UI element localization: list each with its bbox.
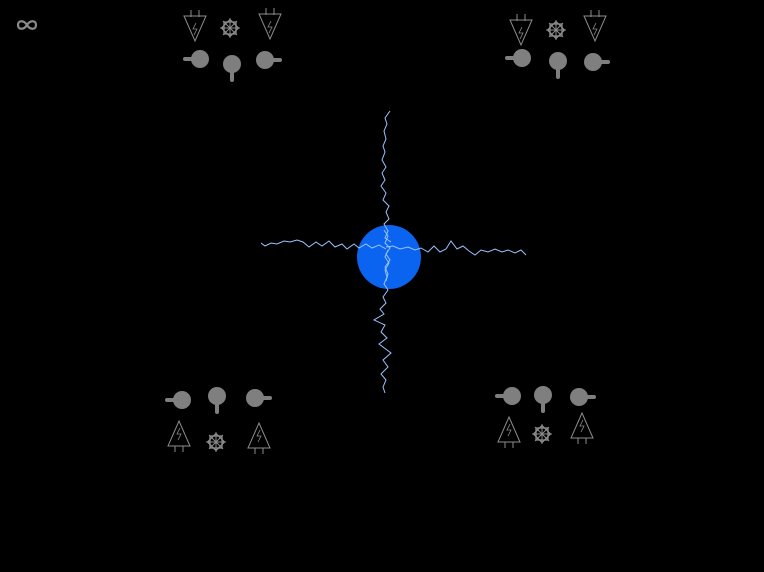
lever-right-icon[interactable] (255, 51, 283, 71)
lever-left-icon[interactable] (165, 391, 193, 411)
lever-left-icon[interactable] (505, 49, 533, 69)
plug-icon[interactable] (509, 14, 533, 47)
lever-down-icon[interactable] (548, 52, 568, 80)
lever-down-icon[interactable] (533, 386, 553, 414)
plug-icon[interactable] (497, 415, 521, 448)
plug-icon[interactable] (570, 411, 594, 444)
lever-left-icon[interactable] (183, 50, 211, 70)
lever-right-icon[interactable] (583, 53, 611, 73)
gear-icon[interactable] (545, 19, 567, 41)
lever-down-icon[interactable] (207, 387, 227, 415)
infinity-icon[interactable] (16, 14, 40, 38)
plug-icon[interactable] (247, 421, 271, 454)
lightning-arc-up (380, 110, 392, 243)
lever-down-icon[interactable] (222, 55, 242, 83)
plug-icon[interactable] (167, 419, 191, 452)
plug-icon[interactable] (183, 10, 207, 43)
lever-right-icon[interactable] (245, 389, 273, 409)
lever-right-icon[interactable] (569, 388, 597, 408)
gear-icon[interactable] (205, 431, 227, 453)
lever-left-icon[interactable] (495, 387, 523, 407)
plug-icon[interactable] (258, 8, 282, 41)
energy-orb[interactable] (357, 225, 421, 289)
gear-icon[interactable] (219, 17, 241, 39)
gear-icon[interactable] (531, 423, 553, 445)
plug-icon[interactable] (583, 10, 607, 43)
